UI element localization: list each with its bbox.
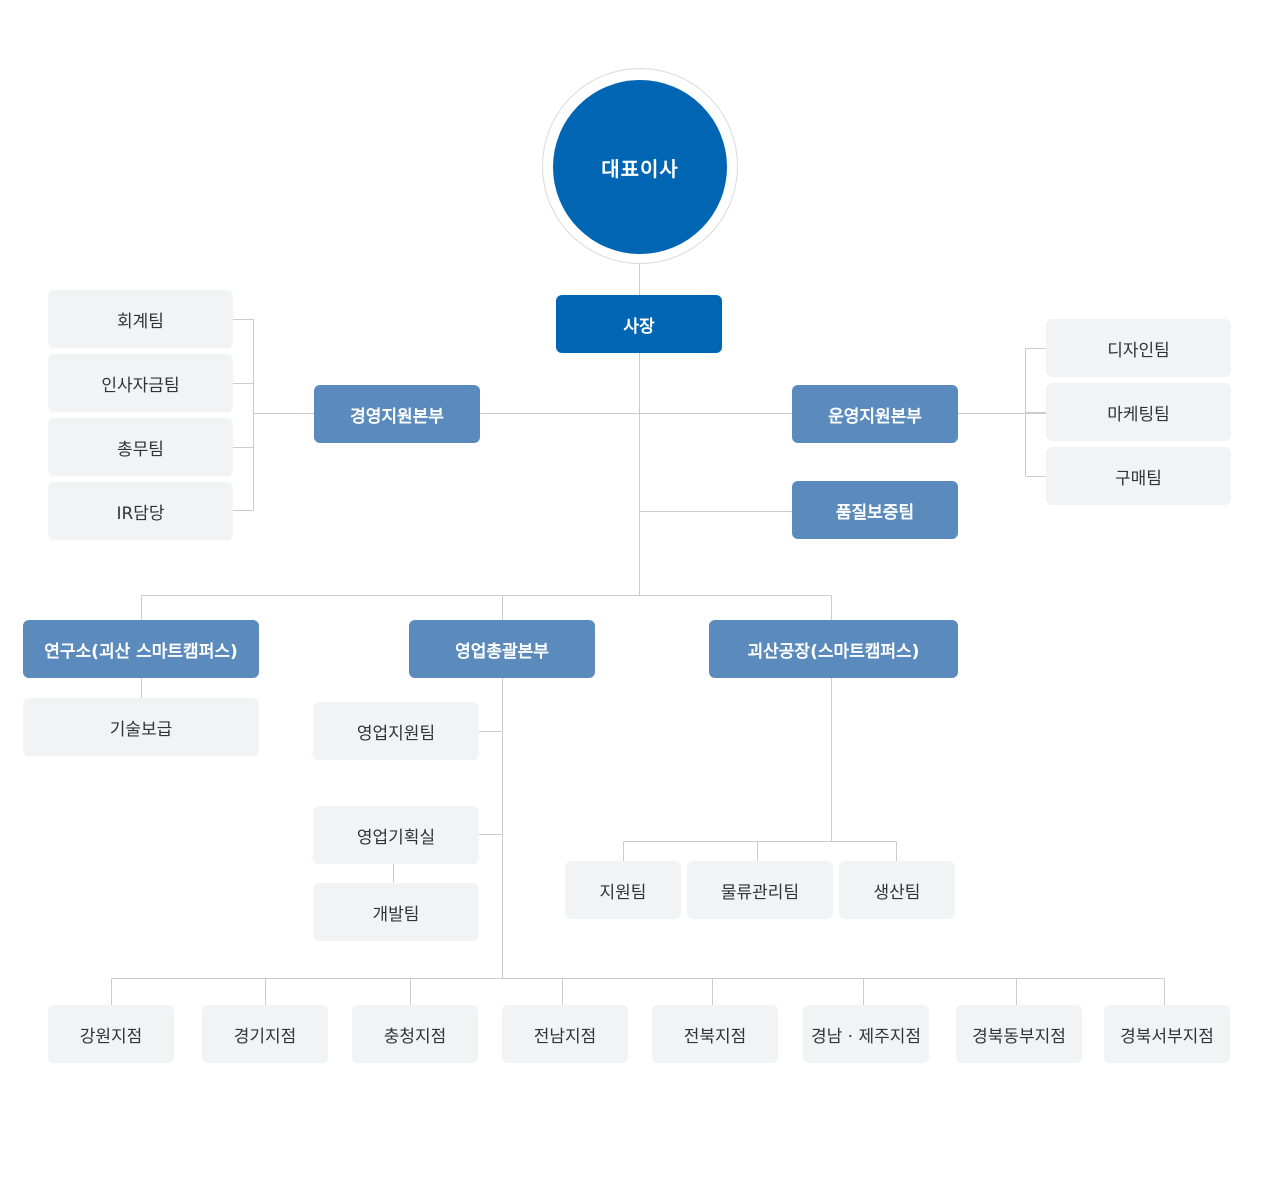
team-quality-assurance: 품질보증팀 bbox=[792, 481, 958, 539]
office-sales-planning: 영업기획실 bbox=[313, 806, 479, 864]
team-purchasing: 구매팀 bbox=[1046, 447, 1231, 505]
division-operations-support: 운영지원본부 bbox=[792, 385, 958, 443]
team-design: 디자인팀 bbox=[1046, 319, 1231, 377]
team-accounting: 회계팀 bbox=[48, 290, 233, 348]
team-logistics: 물류관리팀 bbox=[687, 861, 833, 919]
president-node: 사장 bbox=[556, 295, 722, 353]
team-ir: IR담당 bbox=[48, 482, 233, 540]
division-management-support: 경영지원본부 bbox=[314, 385, 480, 443]
branch-jeonnam: 전남지점 bbox=[502, 1005, 628, 1063]
division-factory: 괴산공장(스마트캠퍼스) bbox=[709, 620, 958, 678]
division-research: 연구소(괴산 스마트캠퍼스) bbox=[23, 620, 259, 678]
branch-chungcheong: 충청지점 bbox=[352, 1005, 478, 1063]
team-support: 지원팀 bbox=[565, 861, 681, 919]
team-development: 개발팀 bbox=[313, 883, 479, 941]
branch-gyeongbuk-east: 경북동부지점 bbox=[956, 1005, 1082, 1063]
team-general-affairs: 총무팀 bbox=[48, 418, 233, 476]
team-hr-finance: 인사자금팀 bbox=[48, 354, 233, 412]
branch-gyeongbuk-west: 경북서부지점 bbox=[1104, 1005, 1230, 1063]
team-production: 생산팀 bbox=[839, 861, 955, 919]
branch-gyeongnam-jeju: 경남 · 제주지점 bbox=[803, 1005, 929, 1063]
team-tech-dissemination: 기술보급 bbox=[23, 698, 259, 756]
team-marketing: 마케팅팀 bbox=[1046, 383, 1231, 441]
branch-jeonbuk: 전북지점 bbox=[652, 1005, 778, 1063]
branch-gangwon: 강원지점 bbox=[48, 1005, 174, 1063]
branch-gyeonggi: 경기지점 bbox=[202, 1005, 328, 1063]
division-sales: 영업총괄본부 bbox=[409, 620, 595, 678]
team-sales-support: 영업지원팀 bbox=[313, 702, 479, 760]
ceo-node: 대표이사 bbox=[553, 80, 727, 254]
